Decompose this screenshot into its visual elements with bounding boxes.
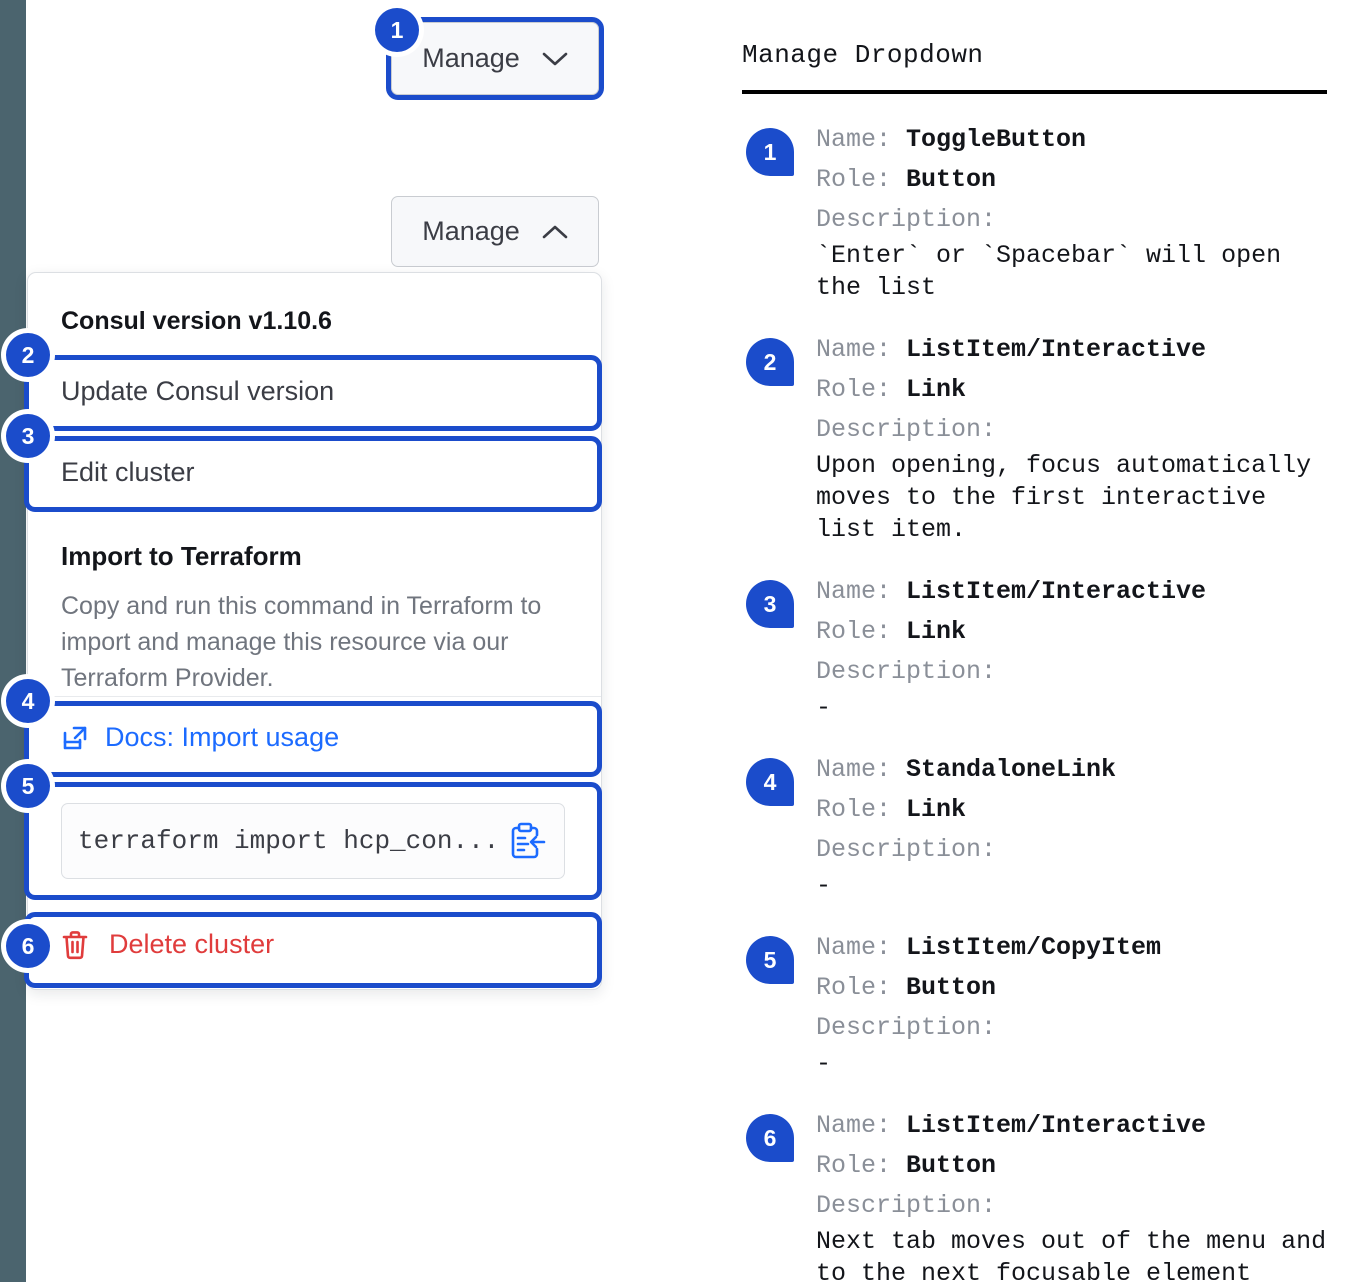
- external-link-icon: [61, 724, 89, 752]
- spec-row-description: Description:: [816, 410, 1327, 450]
- annotation-badge-4: 4: [6, 679, 50, 723]
- spec-row-description: Description:: [816, 1186, 1327, 1226]
- spec-value-name: ListItem/CopyItem: [906, 933, 1162, 962]
- spec-row-description: Description:: [816, 830, 1327, 870]
- spec-row-description: Description:: [816, 652, 1327, 692]
- copy-to-clipboard-icon: [510, 822, 546, 863]
- spec-value-description: -: [816, 1049, 832, 1078]
- spec-badge-1: 1: [746, 128, 794, 176]
- delete-cluster-label: Delete cluster: [109, 929, 275, 959]
- import-to-terraform-description: Copy and run this command in Terraform t…: [61, 592, 542, 692]
- spec-label-description: Description:: [816, 205, 1012, 234]
- spec-label-name: Name:: [816, 577, 907, 606]
- menu-item-update-consul-version[interactable]: Update Consul version: [61, 376, 335, 406]
- manage-label: Manage: [422, 43, 520, 73]
- spec-value-name: StandaloneLink: [906, 755, 1117, 784]
- docs-import-usage-link[interactable]: Docs: Import usage: [61, 722, 339, 753]
- menu-item-edit-cluster[interactable]: Edit cluster: [61, 457, 195, 487]
- manage-dropdown-toggle-collapsed[interactable]: Manage: [391, 22, 599, 95]
- copy-to-clipboard-button[interactable]: [510, 822, 546, 860]
- trash-icon: [61, 930, 89, 960]
- spec-label-name: Name:: [816, 755, 907, 784]
- spec-badge-3: 3: [746, 580, 794, 628]
- spec-value-name: ToggleButton: [906, 125, 1087, 154]
- spec-label-role: Role:: [816, 375, 907, 404]
- spec-label-name: Name:: [816, 335, 907, 364]
- spec-label-name: Name:: [816, 125, 907, 154]
- spec-label-role: Role:: [816, 617, 907, 646]
- spec-value-role: Button: [906, 165, 997, 194]
- docs-link-label: Docs: Import usage: [105, 722, 340, 752]
- spec-row-name: Name: ListItem/Interactive: [816, 1106, 1327, 1146]
- spec-value-description: `Enter` or `Spacebar` will open the list: [816, 241, 1282, 302]
- spec-value-name: ListItem/Interactive: [906, 335, 1207, 364]
- spec-badge-4: 4: [746, 758, 794, 806]
- spec-row-name: Name: ListItem/CopyItem: [816, 928, 1327, 968]
- annotation-badge-3: 3: [6, 414, 50, 458]
- spec-label-description: Description:: [816, 415, 1012, 444]
- spec-value-role: Link: [906, 795, 967, 824]
- spec-value-description: -: [816, 871, 832, 900]
- spec-row-name: Name: ListItem/Interactive: [816, 572, 1327, 612]
- annotation-badge-1: 1: [375, 8, 419, 52]
- spec-row-role: Role: Link: [816, 790, 1327, 830]
- spec-value-role: Button: [906, 1151, 997, 1180]
- spec-badge-2: 2: [746, 338, 794, 386]
- terraform-import-command-text: terraform import hcp_con...: [78, 826, 500, 856]
- spec-value-name: ListItem/Interactive: [906, 1111, 1207, 1140]
- spec-label-name: Name:: [816, 1111, 907, 1140]
- spec-panel-rule: [742, 90, 1327, 94]
- left-side-rail: [0, 0, 26, 1282]
- spec-row-description: Description:: [816, 200, 1327, 240]
- spec-row-role: Role: Button: [816, 1146, 1327, 1186]
- spec-value-role: Link: [906, 617, 967, 646]
- spec-label-role: Role:: [816, 1151, 907, 1180]
- spec-label-name: Name:: [816, 933, 907, 962]
- import-to-terraform-heading: Import to Terraform: [61, 541, 302, 571]
- annotation-badge-5: 5: [6, 764, 50, 808]
- manage-dropdown-toggle-expanded[interactable]: Manage: [391, 196, 599, 267]
- spec-row-role: Role: Button: [816, 968, 1327, 1008]
- spec-row-name: Name: StandaloneLink: [816, 750, 1327, 790]
- spec-badge-6: 6: [746, 1114, 794, 1162]
- spec-label-description: Description:: [816, 657, 1012, 686]
- spec-row-name: Name: ListItem/Interactive: [816, 330, 1327, 370]
- menu-item-delete-cluster[interactable]: Delete cluster: [61, 929, 274, 960]
- manage-label-expanded: Manage: [422, 216, 520, 246]
- chevron-up-icon: [542, 216, 568, 247]
- spec-value-description: Next tab moves out of the menu and to th…: [816, 1227, 1327, 1282]
- spec-panel-title: Manage Dropdown: [742, 40, 984, 70]
- annotation-badge-2: 2: [6, 333, 50, 377]
- annotation-badge-6: 6: [6, 924, 50, 968]
- spec-value-role: Button: [906, 973, 997, 1002]
- spec-label-role: Role:: [816, 795, 907, 824]
- spec-row-role: Role: Link: [816, 612, 1327, 652]
- menu-divider: [28, 696, 601, 697]
- spec-label-description: Description:: [816, 1191, 1012, 1220]
- spec-row-role: Role: Button: [816, 160, 1327, 200]
- spec-value-role: Link: [906, 375, 967, 404]
- terraform-import-command-field[interactable]: terraform import hcp_con...: [61, 803, 565, 879]
- consul-version-heading: Consul version v1.10.6: [61, 307, 332, 335]
- spec-row-name: Name: ToggleButton: [816, 120, 1327, 160]
- spec-label-role: Role:: [816, 973, 907, 1002]
- chevron-down-icon: [542, 43, 568, 74]
- spec-value-name: ListItem/Interactive: [906, 577, 1207, 606]
- spec-row-description: Description:: [816, 1008, 1327, 1048]
- spec-value-description: -: [816, 693, 832, 722]
- spec-row-role: Role: Link: [816, 370, 1327, 410]
- spec-label-description: Description:: [816, 835, 1012, 864]
- spec-badge-5: 5: [746, 936, 794, 984]
- spec-value-description: Upon opening, focus automatically moves …: [816, 451, 1312, 544]
- spec-label-description: Description:: [816, 1013, 1012, 1042]
- spec-label-role: Role:: [816, 165, 907, 194]
